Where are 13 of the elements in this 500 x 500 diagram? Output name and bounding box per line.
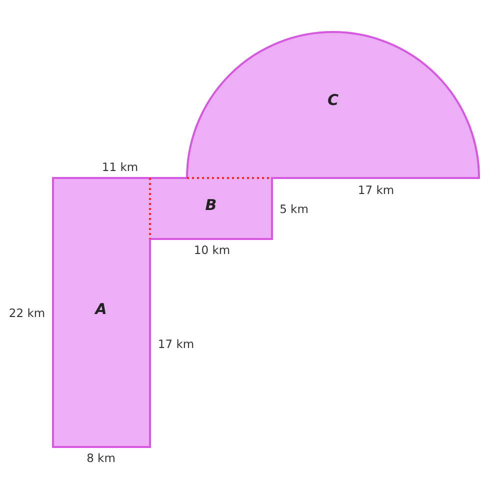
dimension-label: 17 km (358, 183, 394, 197)
region-label: B (205, 196, 217, 214)
dimension-label: 10 km (194, 243, 230, 257)
dimension-label: 11 km (102, 160, 138, 174)
region-label: C (328, 91, 338, 109)
rectangle-region (150, 178, 272, 239)
region-label: A (95, 300, 107, 318)
dimension-label: 17 km (158, 337, 194, 351)
dimension-label: 22 km (8, 306, 46, 320)
semicircle-region (187, 32, 479, 178)
dimension-label: 8 km (86, 451, 116, 465)
rectangle-region (53, 178, 150, 447)
dimension-label: 5 km (280, 202, 308, 216)
